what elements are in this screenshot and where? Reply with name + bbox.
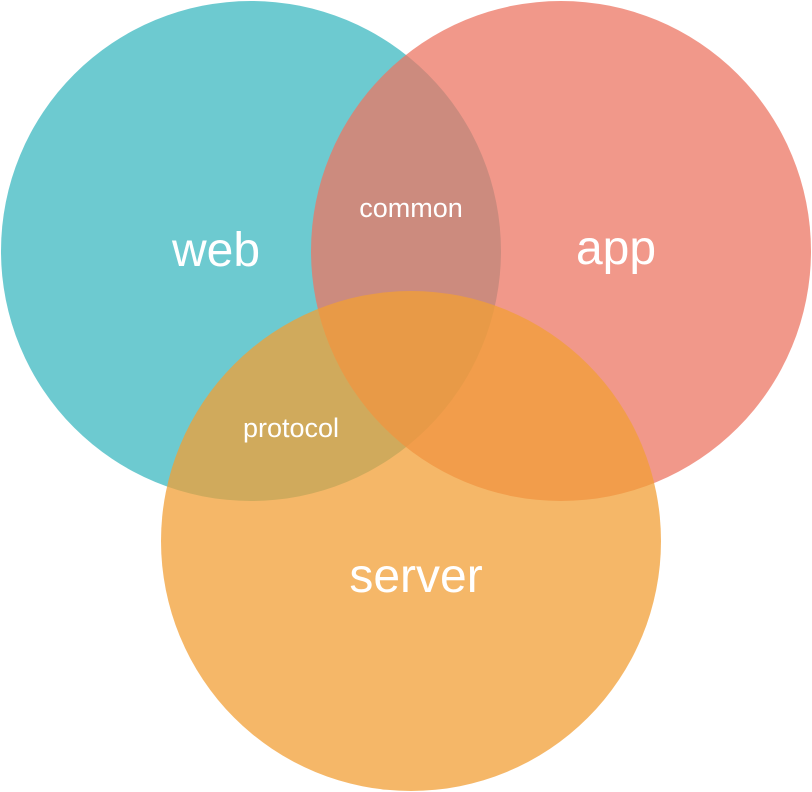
overlap-label-web-server: protocol [243, 413, 339, 443]
set-circle-server [161, 291, 661, 791]
set-labels: web app server [171, 222, 656, 603]
set-label-server: server [349, 550, 482, 603]
set-label-app: app [576, 222, 656, 275]
overlap-labels: common protocol [243, 193, 463, 443]
set-label-web: web [171, 224, 260, 277]
overlap-label-web-app: common [359, 193, 463, 223]
